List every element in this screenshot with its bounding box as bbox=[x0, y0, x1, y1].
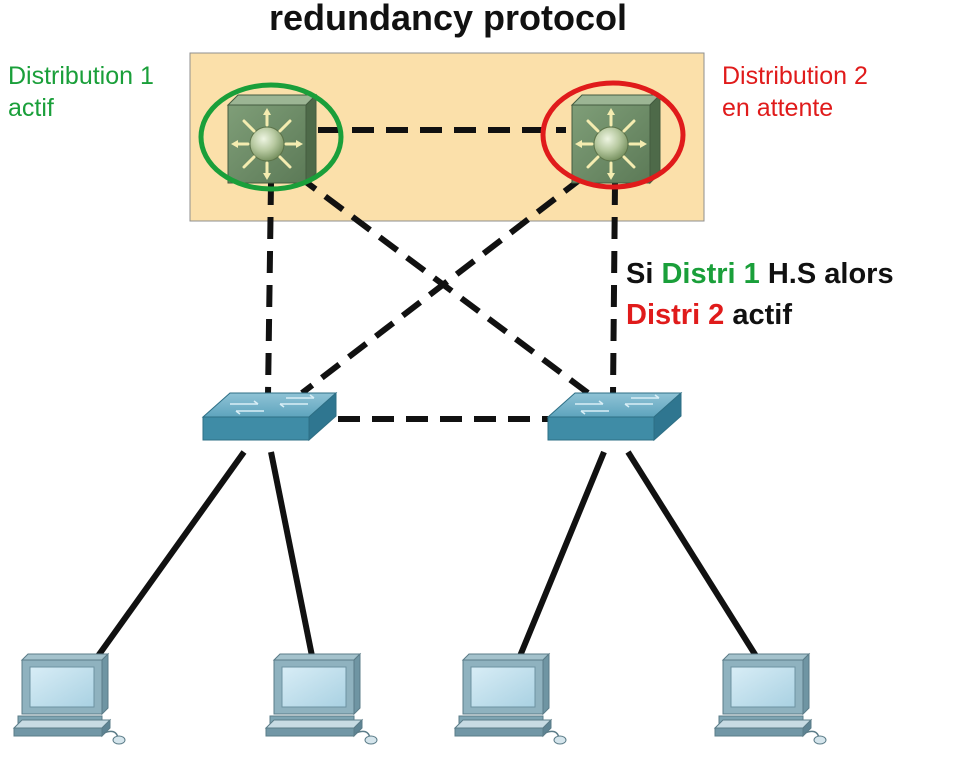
pc-3-icon bbox=[454, 653, 567, 745]
distribution-2-label: Distribution 2 en attente bbox=[722, 62, 868, 122]
redundant-links bbox=[265, 127, 618, 422]
link-access1-pc2 bbox=[268, 451, 315, 657]
pc-2-icon bbox=[265, 653, 378, 745]
link-dist2-access2 bbox=[610, 182, 618, 396]
failover-note: Si Distri 1 H.S alors Distri 2 actif bbox=[626, 258, 894, 331]
note-part-distri1: Distri 1 bbox=[661, 258, 759, 290]
access-switch-2-icon bbox=[547, 392, 682, 441]
link-access2-pc4 bbox=[625, 450, 759, 658]
diagram-title: redundancy protocol bbox=[269, 0, 627, 38]
link-dist1-access1 bbox=[265, 182, 274, 396]
active-ring bbox=[198, 82, 344, 192]
host-links bbox=[95, 450, 759, 658]
link-dist2-access1 bbox=[300, 175, 584, 396]
distribution-1-status: actif bbox=[8, 94, 54, 122]
distribution-2-status: en attente bbox=[722, 94, 833, 122]
note-part-distri2: Distri 2 bbox=[626, 299, 724, 331]
pc-4-icon bbox=[714, 653, 827, 745]
link-access1-pc1 bbox=[95, 450, 247, 658]
distribution-1-name: Distribution 1 bbox=[8, 62, 154, 90]
svg-text:Si Distri 1 H.S alors: Si Distri 1 H.S alors bbox=[626, 258, 894, 290]
distribution-2-name: Distribution 2 bbox=[722, 62, 868, 90]
distribution-1-label: Distribution 1 actif bbox=[8, 62, 154, 122]
standby-ring bbox=[540, 80, 686, 190]
note-part-hs: H.S alors bbox=[760, 258, 894, 290]
note-part-si: Si bbox=[626, 258, 661, 290]
access-switch-1-icon bbox=[202, 392, 337, 441]
distribution-1-switch-icon bbox=[226, 93, 318, 185]
svg-text:Distri 2 actif: Distri 2 actif bbox=[626, 299, 792, 331]
distribution-2-switch-icon bbox=[570, 93, 662, 185]
note-part-actif: actif bbox=[724, 299, 792, 331]
link-access2-pc3 bbox=[517, 450, 607, 658]
pc-1-icon bbox=[13, 653, 126, 745]
